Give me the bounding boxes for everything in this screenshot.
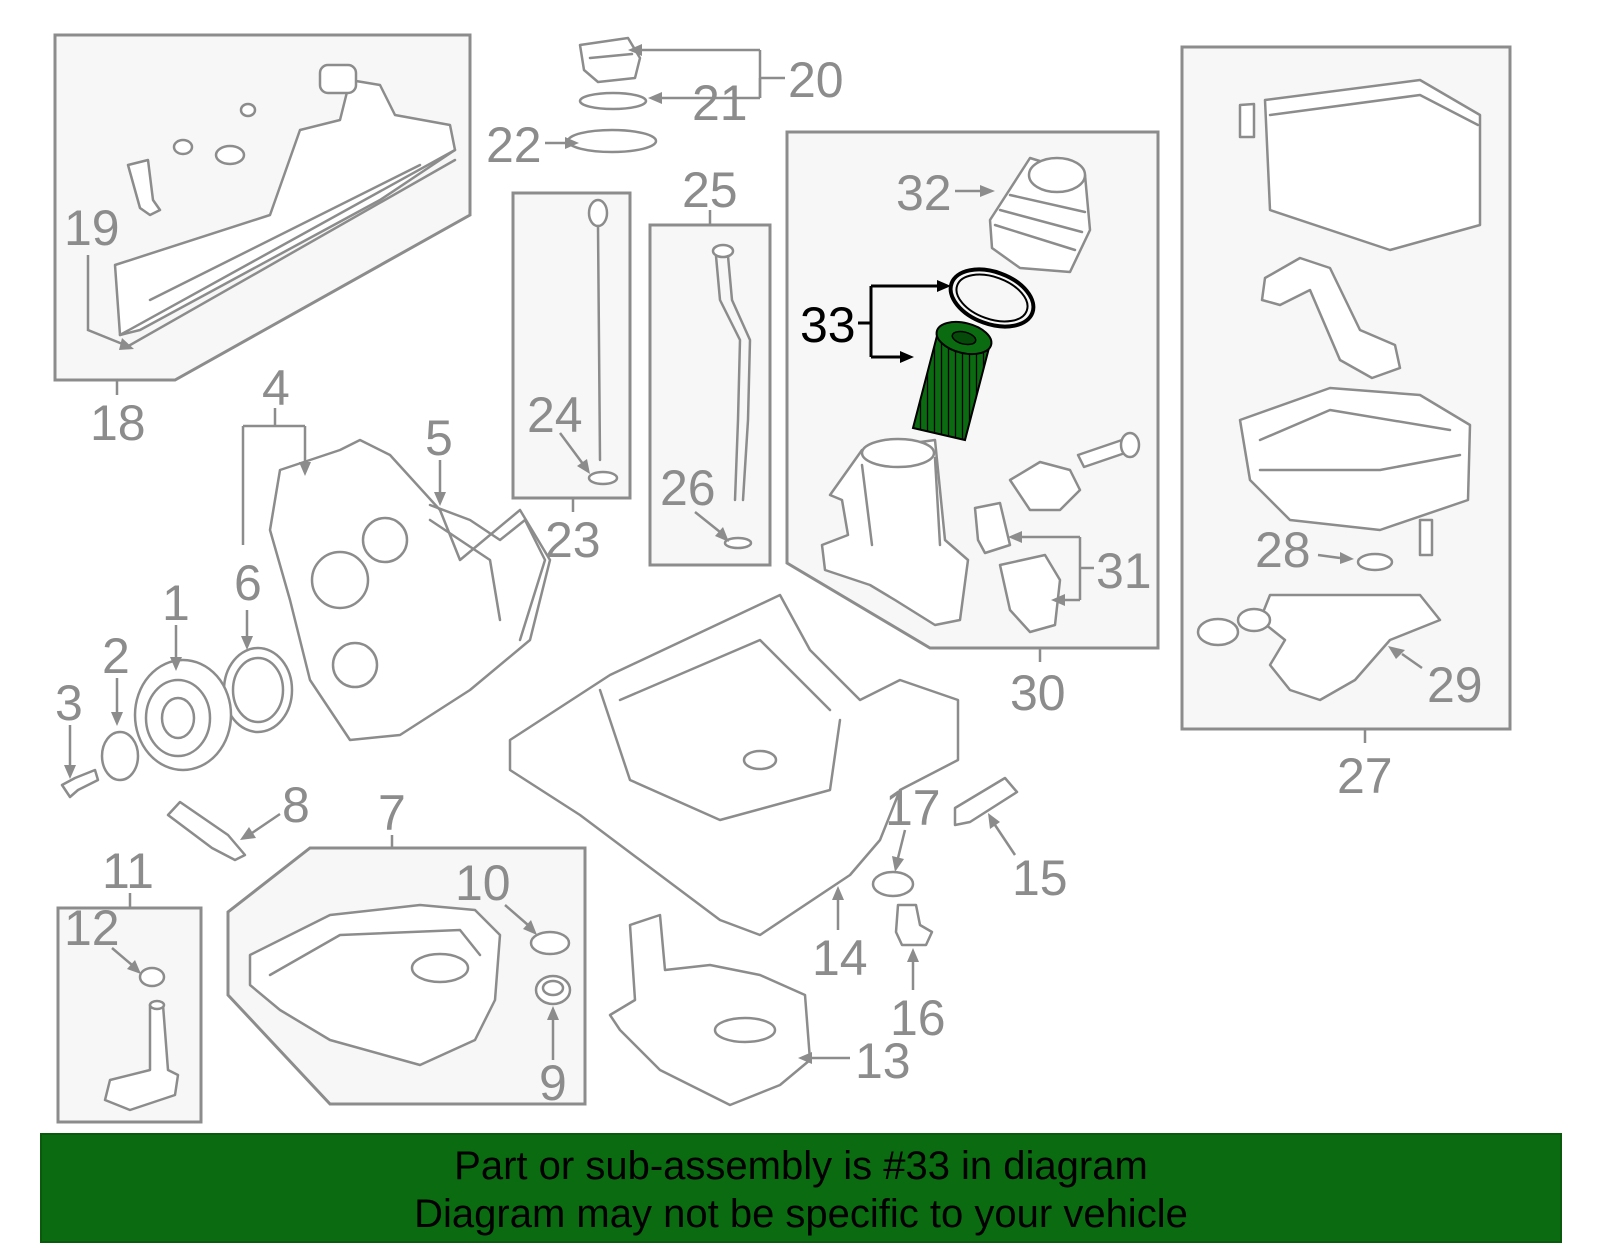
callout-6: 6 — [234, 555, 262, 611]
oil-cooler-part — [1238, 78, 1482, 252]
drain-plug-16 — [894, 903, 934, 947]
callout-2: 2 — [102, 628, 130, 684]
callout-7: 7 — [378, 785, 406, 841]
o-ring-33 — [948, 267, 1036, 329]
gasket-22 — [566, 128, 658, 154]
oil-level-sensor-part — [103, 999, 180, 1112]
callout-31: 31 — [1096, 543, 1152, 599]
baffle-part — [608, 913, 812, 1107]
seal-10 — [529, 930, 571, 956]
seal-17 — [871, 870, 915, 898]
gasket-31b — [998, 553, 1062, 634]
seal-6 — [222, 646, 294, 734]
callout-4: 4 — [262, 360, 290, 416]
bolt-27b — [1418, 518, 1434, 557]
o-ring-28 — [1356, 552, 1394, 572]
callout-12: 12 — [64, 900, 120, 956]
callout-17: 17 — [885, 780, 941, 836]
callout-26: 26 — [660, 460, 716, 516]
dipstick-part — [587, 198, 619, 486]
callout-13: 13 — [855, 1033, 911, 1089]
sealant-tube-8 — [166, 800, 247, 862]
oil-pan-lower-part — [248, 903, 502, 1067]
oil-pan-upper-part — [508, 593, 960, 937]
callout-18: 18 — [90, 395, 146, 451]
callout-15: 15 — [1012, 850, 1068, 906]
callout-1: 1 — [162, 575, 190, 631]
callout-25: 25 — [682, 162, 738, 218]
callout-3: 3 — [55, 675, 83, 731]
callout-22: 22 — [486, 117, 542, 173]
callout-27: 27 — [1337, 748, 1393, 804]
group-box-23 — [511, 191, 632, 500]
info-banner: Part or sub-assembly is #33 in diagram D… — [40, 1133, 1562, 1243]
washer-2 — [100, 730, 140, 782]
plug-9 — [534, 974, 572, 1006]
seal-12 — [138, 966, 166, 988]
callout-10: 10 — [455, 855, 511, 911]
callout-16: 16 — [890, 990, 946, 1046]
group-box-25 — [648, 223, 772, 567]
callout-14: 14 — [812, 930, 868, 986]
pulley-part — [133, 658, 233, 772]
oil-filter-element-33 — [911, 320, 993, 442]
callout-32: 32 — [896, 165, 952, 221]
thermostat-part — [1008, 431, 1141, 512]
banner-part-text: Part or sub-assembly is #33 in diagram — [454, 1144, 1148, 1188]
callout-29: 29 — [1427, 657, 1483, 713]
callout-labels: 20 21 22 19 18 25 24 23 26 32 33 31 30 2… — [55, 52, 1483, 1111]
callout-33: 33 — [800, 297, 856, 353]
filter-cap-part — [988, 156, 1092, 274]
valve-cover-part — [113, 63, 457, 350]
callout-28: 28 — [1255, 522, 1311, 578]
filler-cap-part — [578, 36, 642, 84]
callout-20: 20 — [788, 52, 844, 108]
callout-11: 11 — [102, 843, 154, 899]
cooler-adapter-part — [1238, 386, 1472, 532]
callout-21: 21 — [692, 75, 748, 131]
callout-19: 19 — [64, 200, 120, 256]
oil-filter-housing-part — [820, 437, 970, 627]
sealant-tube-15 — [953, 776, 1019, 827]
gasket-5 — [428, 503, 547, 642]
timing-cover-part — [268, 438, 552, 742]
callout-24: 24 — [527, 387, 583, 443]
cooler-seal-29-part — [1196, 593, 1442, 702]
callout-8: 8 — [282, 777, 310, 833]
banner-disclaimer-text: Diagram may not be specific to your vehi… — [414, 1192, 1188, 1236]
leader-lines — [64, 44, 1423, 1064]
bolt-3 — [60, 768, 100, 799]
callout-23: 23 — [545, 512, 601, 568]
callout-30: 30 — [1010, 665, 1066, 721]
leader-33-highlight — [858, 280, 951, 363]
seal-ring-21 — [578, 91, 648, 111]
gasket-31a — [973, 501, 1012, 555]
callout-9: 9 — [539, 1055, 567, 1111]
cooler-gasket-part — [1260, 256, 1402, 380]
dipstick-tube-part — [711, 243, 753, 550]
callout-5: 5 — [425, 410, 453, 466]
